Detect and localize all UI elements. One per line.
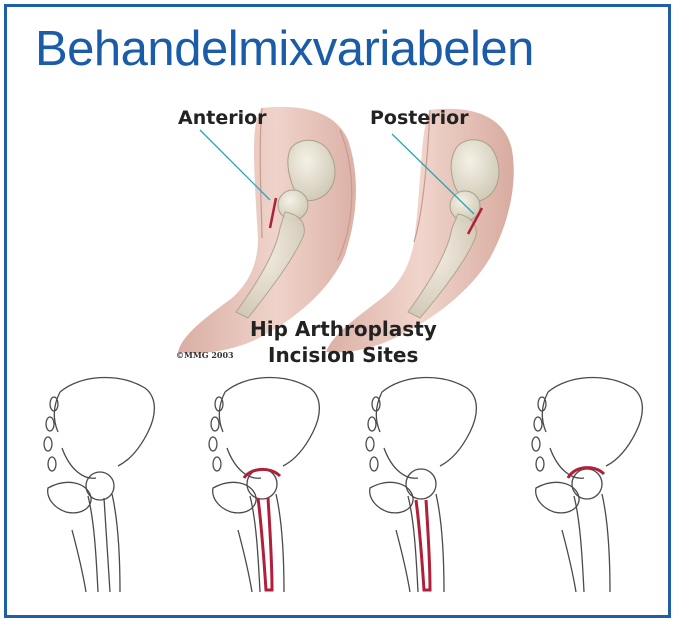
label-posterior: Posterior bbox=[370, 107, 469, 129]
caption-line-1: Hip Arthroplasty bbox=[250, 317, 437, 341]
label-anterior: Anterior bbox=[178, 107, 267, 129]
implant-outline-3 bbox=[416, 500, 430, 590]
pelvis-sketch-1 bbox=[44, 377, 154, 592]
copyright-text: ©MMG 2003 bbox=[176, 350, 234, 360]
posterior-hip-drawing bbox=[326, 109, 514, 353]
pelvis-sketch-4 bbox=[532, 377, 642, 592]
caption-line-2: Incision Sites bbox=[268, 343, 418, 367]
